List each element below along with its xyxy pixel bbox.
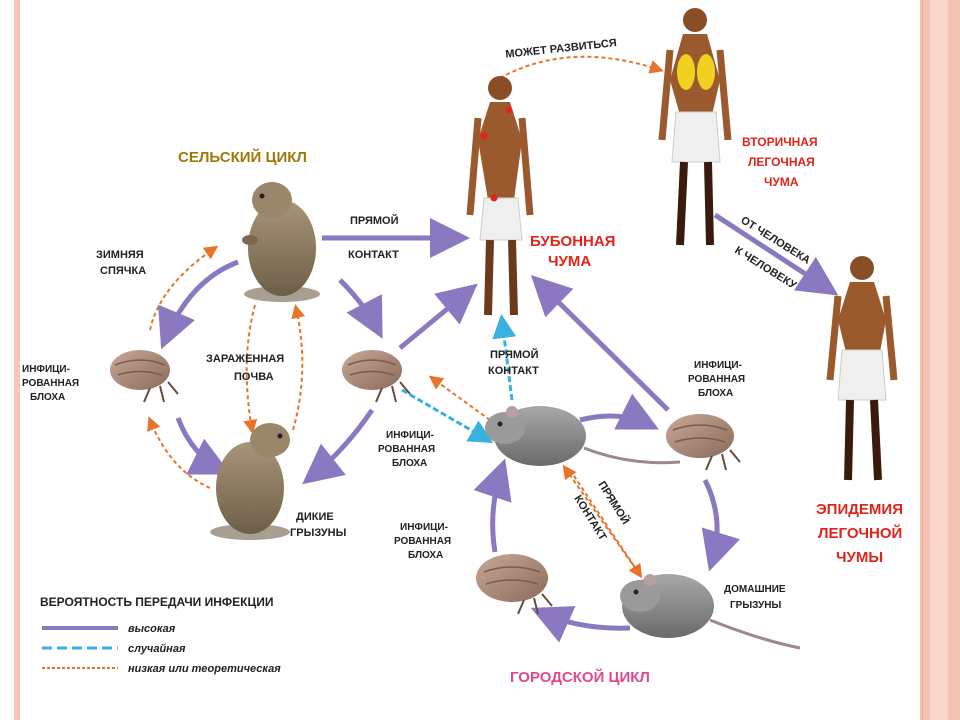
svg-text:ЭПИДЕМИЯ: ЭПИДЕМИЯ: [816, 501, 903, 518]
svg-text:КОНТАКТ: КОНТАКТ: [488, 365, 539, 377]
arrow-urban-flea-to-human: [530, 274, 670, 412]
svg-text:БЛОХА: БЛОХА: [392, 458, 427, 469]
svg-text:ЛЕГОЧНАЯ: ЛЕГОЧНАЯ: [748, 155, 815, 169]
svg-text:ВТОРИЧНАЯ: ВТОРИЧНАЯ: [742, 135, 818, 149]
outcome-secondary-pneumonic: ВТОРИЧНАЯ ЛЕГОЧНАЯ ЧУМА: [742, 135, 818, 189]
arrow-flea-to-human: [398, 283, 478, 350]
svg-text:БЛОХА: БЛОХА: [408, 550, 443, 561]
outcome-bubonic: БУБОННАЯ ЧУМА: [530, 233, 615, 270]
human-bubonic: [466, 76, 534, 316]
label-infected-flea-rural: ИНФИЦИ- РОВАННАЯ БЛОХА: [22, 364, 79, 403]
flea-urban-right: [666, 414, 741, 471]
svg-text:РОВАННАЯ: РОВАННАЯ: [688, 374, 745, 385]
svg-text:ПРЯМОЙ: ПРЯМОЙ: [350, 214, 399, 227]
svg-text:ИНФИЦИ-: ИНФИЦИ-: [694, 360, 742, 371]
label-direct-contact-diagonal: ПРЯМОЙ КОНТАКТ: [571, 479, 632, 543]
legend-title: ВЕРОЯТНОСТЬ ПЕРЕДАЧИ ИНФЕКЦИИ: [40, 595, 274, 609]
legend-label-low: низкая или теоретическая: [128, 663, 281, 675]
svg-text:ГРЫЗУНЫ: ГРЫЗУНЫ: [730, 600, 781, 611]
urban-cycle-title: ГОРОДСКОЙ ЦИКЛ: [510, 668, 650, 686]
prairie-dog-bottom: [210, 423, 290, 540]
svg-text:ЗАРАЖЕННАЯ: ЗАРАЖЕННАЯ: [206, 353, 284, 365]
legend-label-random: случайная: [128, 643, 186, 655]
svg-text:КОНТАКТ: КОНТАКТ: [348, 249, 399, 261]
svg-text:ИНФИЦИ-: ИНФИЦИ-: [386, 430, 434, 441]
label-direct-contact-urban: ПРЯМОЙ КОНТАКТ: [488, 348, 539, 377]
rural-cycle-title: СЕЛЬСКИЙ ЦИКЛ: [178, 148, 307, 166]
svg-text:БУБОННАЯ: БУБОННАЯ: [530, 233, 615, 250]
arrow-rural-flea-to-rat: [401, 388, 494, 444]
svg-text:ЛЕГОЧНОЙ: ЛЕГОЧНОЙ: [818, 524, 902, 542]
svg-text:ПОЧВА: ПОЧВА: [234, 371, 274, 383]
label-direct-contact-rural: ПРЯМОЙ КОНТАКТ: [348, 214, 399, 261]
svg-text:ГРЫЗУНЫ: ГРЫЗУНЫ: [290, 527, 347, 539]
label-hibernation: ЗИМНЯЯ СПЯЧКА: [96, 249, 146, 277]
rural-cycle-arrows: [147, 245, 383, 489]
urban-cycle-arrows: [473, 393, 740, 643]
svg-text:ПРЯМОЙ: ПРЯМОЙ: [595, 479, 632, 527]
prairie-dog-top: [242, 182, 320, 302]
svg-text:ДИКИЕ: ДИКИЕ: [296, 511, 334, 523]
arrow-rat-to-human: [492, 314, 517, 401]
svg-text:ЧУМЫ: ЧУМЫ: [836, 549, 883, 566]
legend: ВЕРОЯТНОСТЬ ПЕРЕДАЧИ ИНФЕКЦИИ высокая сл…: [40, 595, 281, 675]
label-infected-flea-urban-left: ИНФИЦИ- РОВАННАЯ БЛОХА: [394, 522, 451, 561]
label-may-develop: МОЖЕТ РАЗВИТЬСЯ: [505, 37, 618, 61]
left-border: [14, 0, 20, 720]
arrow-rat-to-rural-flea: [428, 375, 491, 421]
rat-domestic: [620, 574, 801, 650]
rat-center: [485, 406, 681, 466]
svg-text:РОВАННАЯ: РОВАННАЯ: [378, 444, 435, 455]
label-infected-flea-center: ИНФИЦИ- РОВАННАЯ БЛОХА: [378, 430, 435, 469]
right-border-line: [922, 0, 923, 720]
label-infected-flea-urban-right: ИНФИЦИ- РОВАННАЯ БЛОХА: [688, 360, 745, 399]
right-border-inner: [930, 0, 948, 720]
svg-text:ЧУМА: ЧУМА: [764, 175, 799, 189]
arrow-may-develop: [499, 55, 664, 79]
svg-text:БЛОХА: БЛОХА: [698, 388, 733, 399]
label-domestic-rodents: ДОМАШНИЕ ГРЫЗУНЫ: [724, 584, 786, 611]
svg-text:СПЯЧКА: СПЯЧКА: [100, 265, 146, 277]
label-wild-rodents: ДИКИЕ ГРЫЗУНЫ: [290, 511, 347, 539]
svg-text:ЗИМНЯЯ: ЗИМНЯЯ: [96, 249, 144, 261]
svg-text:ИНФИЦИ-: ИНФИЦИ-: [22, 364, 70, 375]
flea-rural-center: [342, 350, 411, 403]
arrow-person-to-person: [713, 212, 839, 296]
svg-text:ИНФИЦИ-: ИНФИЦИ-: [400, 522, 448, 533]
human-secondary-pneumonic: [658, 8, 732, 246]
flea-rural-left: [110, 350, 179, 403]
svg-text:ЧУМА: ЧУМА: [548, 253, 591, 270]
legend-label-high: высокая: [128, 623, 176, 635]
svg-text:ДОМАШНИЕ: ДОМАШНИЕ: [724, 584, 786, 595]
label-contaminated-soil: ЗАРАЖЕННАЯ ПОЧВА: [206, 353, 284, 383]
svg-text:ПРЯМОЙ: ПРЯМОЙ: [490, 348, 539, 361]
flea-urban-left: [476, 554, 553, 615]
human-epidemic: [826, 256, 898, 481]
svg-text:РОВАННАЯ: РОВАННАЯ: [394, 536, 451, 547]
svg-text:БЛОХА: БЛОХА: [30, 392, 65, 403]
svg-text:РОВАННАЯ: РОВАННАЯ: [22, 378, 79, 389]
outcome-pneumonic-epidemic: ЭПИДЕМИЯ ЛЕГОЧНОЙ ЧУМЫ: [816, 501, 903, 566]
